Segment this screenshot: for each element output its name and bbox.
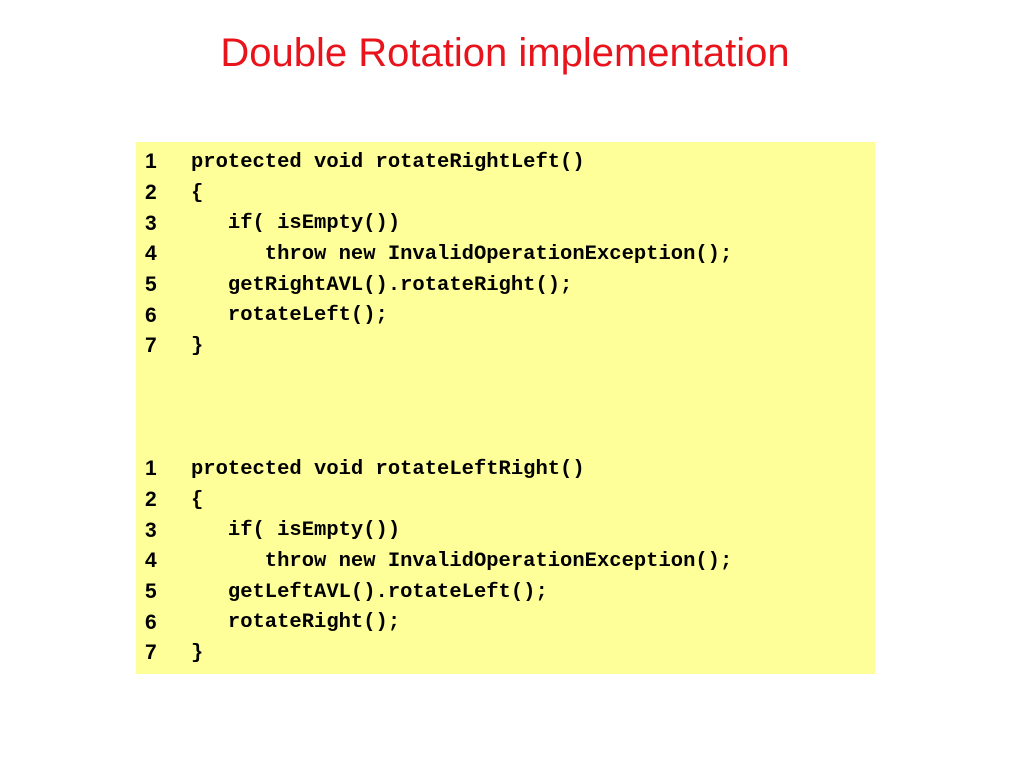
code-line: 3 if( isEmpty()) [145,515,870,546]
code-text: getLeftAVL().rotateLeft(); [191,580,548,604]
code-text: if( isEmpty()) [191,212,401,236]
code-line: 1 protected void rotateLeftRight() [145,454,870,485]
code-text: if( isEmpty()) [191,519,401,543]
code-line: 6 rotateLeft(); [145,300,870,331]
code-text: } [191,641,204,665]
code-line: 4 throw new InvalidOperationException(); [145,239,870,270]
line-number: 1 [145,457,157,481]
code-text: throw new InvalidOperationException(); [191,549,733,573]
code-line: 1 protected void rotateRightLeft() [145,147,870,178]
slide-title: Double Rotation implementation [220,31,790,75]
line-number: 7 [145,641,157,665]
code-line: 5 getRightAVL().rotateRight(); [145,270,870,301]
code-line: 6 rotateRight(); [145,607,870,638]
line-number: 4 [145,549,157,573]
code-line: 2{ [145,485,870,516]
line-number: 5 [145,273,157,297]
code-line: 2{ [145,178,870,209]
line-number: 2 [145,488,157,512]
code-text: } [191,334,204,358]
code-text: protected void rotateLeftRight() [191,457,585,481]
code-text: rotateRight(); [191,611,401,635]
code-line: 7} [145,331,870,362]
line-number: 3 [145,211,157,235]
line-number: 4 [145,242,157,266]
code-line: 5 getLeftAVL().rotateLeft(); [145,577,870,608]
code-line: 3 if( isEmpty()) [145,208,870,239]
line-number: 6 [145,303,157,327]
code-text: { [191,488,204,512]
code-text: getRightAVL().rotateRight(); [191,273,573,297]
code-text: throw new InvalidOperationException(); [191,242,733,266]
line-number: 3 [145,518,157,542]
line-number: 7 [145,334,157,358]
line-number: 6 [145,610,157,634]
code-line: 7} [145,638,870,669]
code-text: protected void rotateRightLeft() [191,150,585,174]
code-text: rotateLeft(); [191,304,388,328]
line-number: 1 [145,150,157,174]
line-number: 2 [145,181,157,205]
line-number: 5 [145,580,157,604]
code-line: 4 throw new InvalidOperationException(); [145,546,870,577]
code-text: { [191,181,204,205]
